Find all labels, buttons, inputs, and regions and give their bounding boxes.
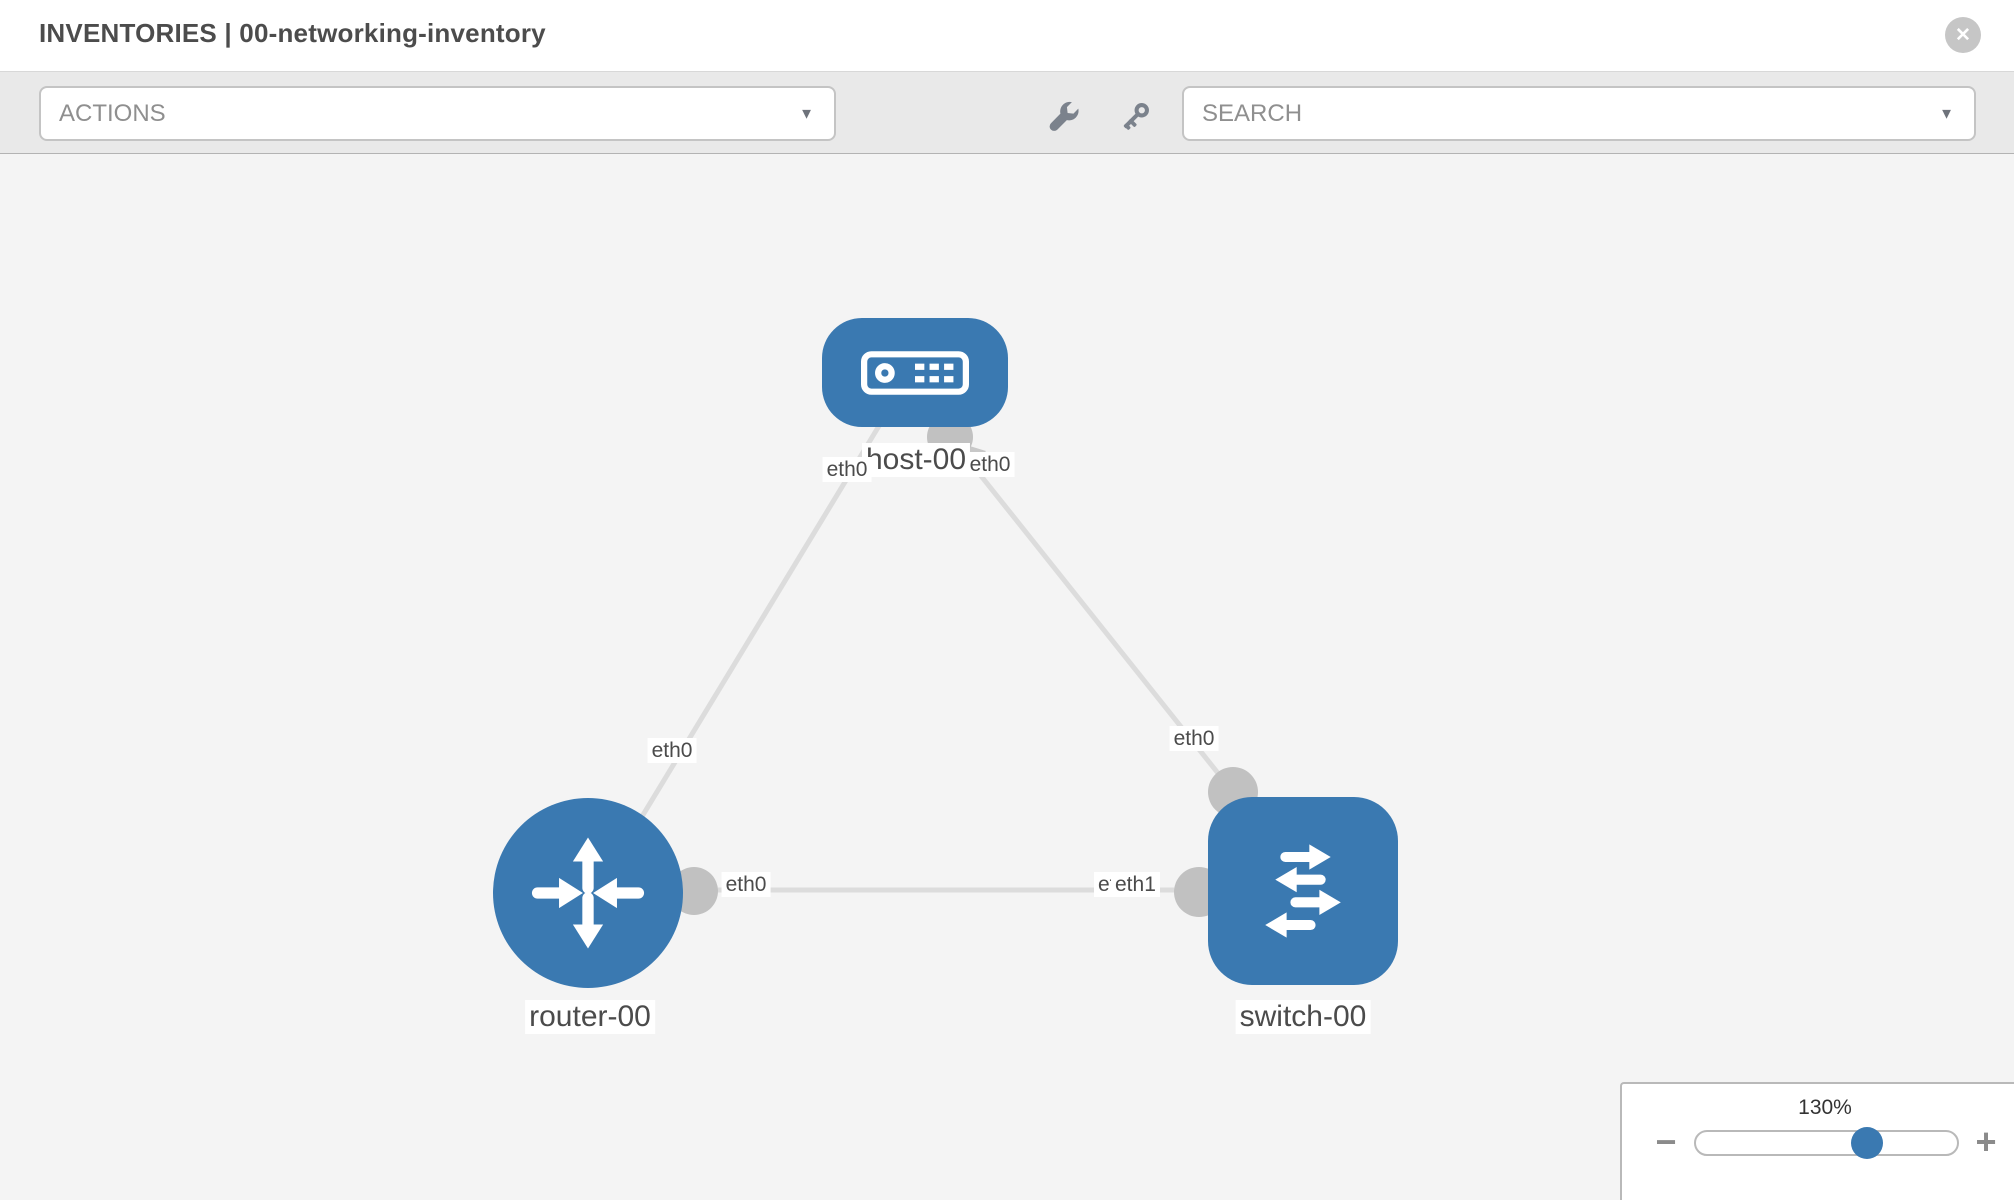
zoom-in-button[interactable]: + [1968,1122,2004,1162]
node-label-router: router-00 [525,1000,655,1034]
interface-label-switch-top: eth0 [1169,726,1219,751]
interface-label-host-right: eth0 [965,452,1015,477]
interface-label-router-top: eth0 [647,738,697,763]
topology-canvas[interactable]: host-00 router-00 switch-00 eth0 eth0 et… [0,154,2014,1200]
node-label-host: host-00 [861,443,971,477]
switch-icon [1265,844,1341,938]
close-button[interactable]: ✕ [1945,17,1981,53]
node-host-00[interactable] [822,318,1008,427]
chevron-down-icon: ▼ [1939,105,1954,122]
actions-dropdown[interactable]: ACTIONS ▼ [39,86,836,141]
interface-label-host-left: eth0 [822,457,872,482]
interface-label-router-right: eth0 [721,872,771,897]
minus-icon: − [1655,1121,1677,1162]
zoom-slider-track[interactable] [1694,1127,1959,1159]
header-bar: INVENTORIES | 00-networking-inventory ✕ [0,0,2014,72]
wrench-icon [1049,101,1079,131]
page-title: INVENTORIES | 00-networking-inventory [39,18,546,48]
key-icon [1123,103,1149,130]
close-icon: ✕ [1955,24,1971,46]
actions-dropdown-label: ACTIONS [59,99,166,127]
zoom-out-button[interactable]: − [1648,1122,1684,1162]
credentials-button[interactable] [1113,95,1157,139]
host-icon [861,350,969,395]
zoom-slider-knob[interactable] [1851,1127,1883,1159]
interface-label-switch-left-front: eth1 [1111,872,1160,897]
links-layer [588,414,1300,917]
configure-button[interactable] [1041,95,1085,139]
search-dropdown-label: SEARCH [1202,99,1303,127]
node-router-00[interactable] [493,798,683,988]
zoom-panel: 130% − + [1620,1082,2014,1200]
search-dropdown[interactable]: SEARCH ▼ [1182,86,1976,141]
router-icon [531,837,645,949]
plus-icon: + [1975,1121,1997,1162]
link-host-router[interactable] [609,414,888,868]
node-label-switch: switch-00 [1235,1000,1371,1034]
node-switch-00[interactable] [1208,797,1398,985]
toolbar: ACTIONS ▼ SEARCH ▼ [0,72,2014,154]
zoom-value: 130% [1798,1096,1852,1119]
chevron-down-icon: ▼ [799,105,814,122]
